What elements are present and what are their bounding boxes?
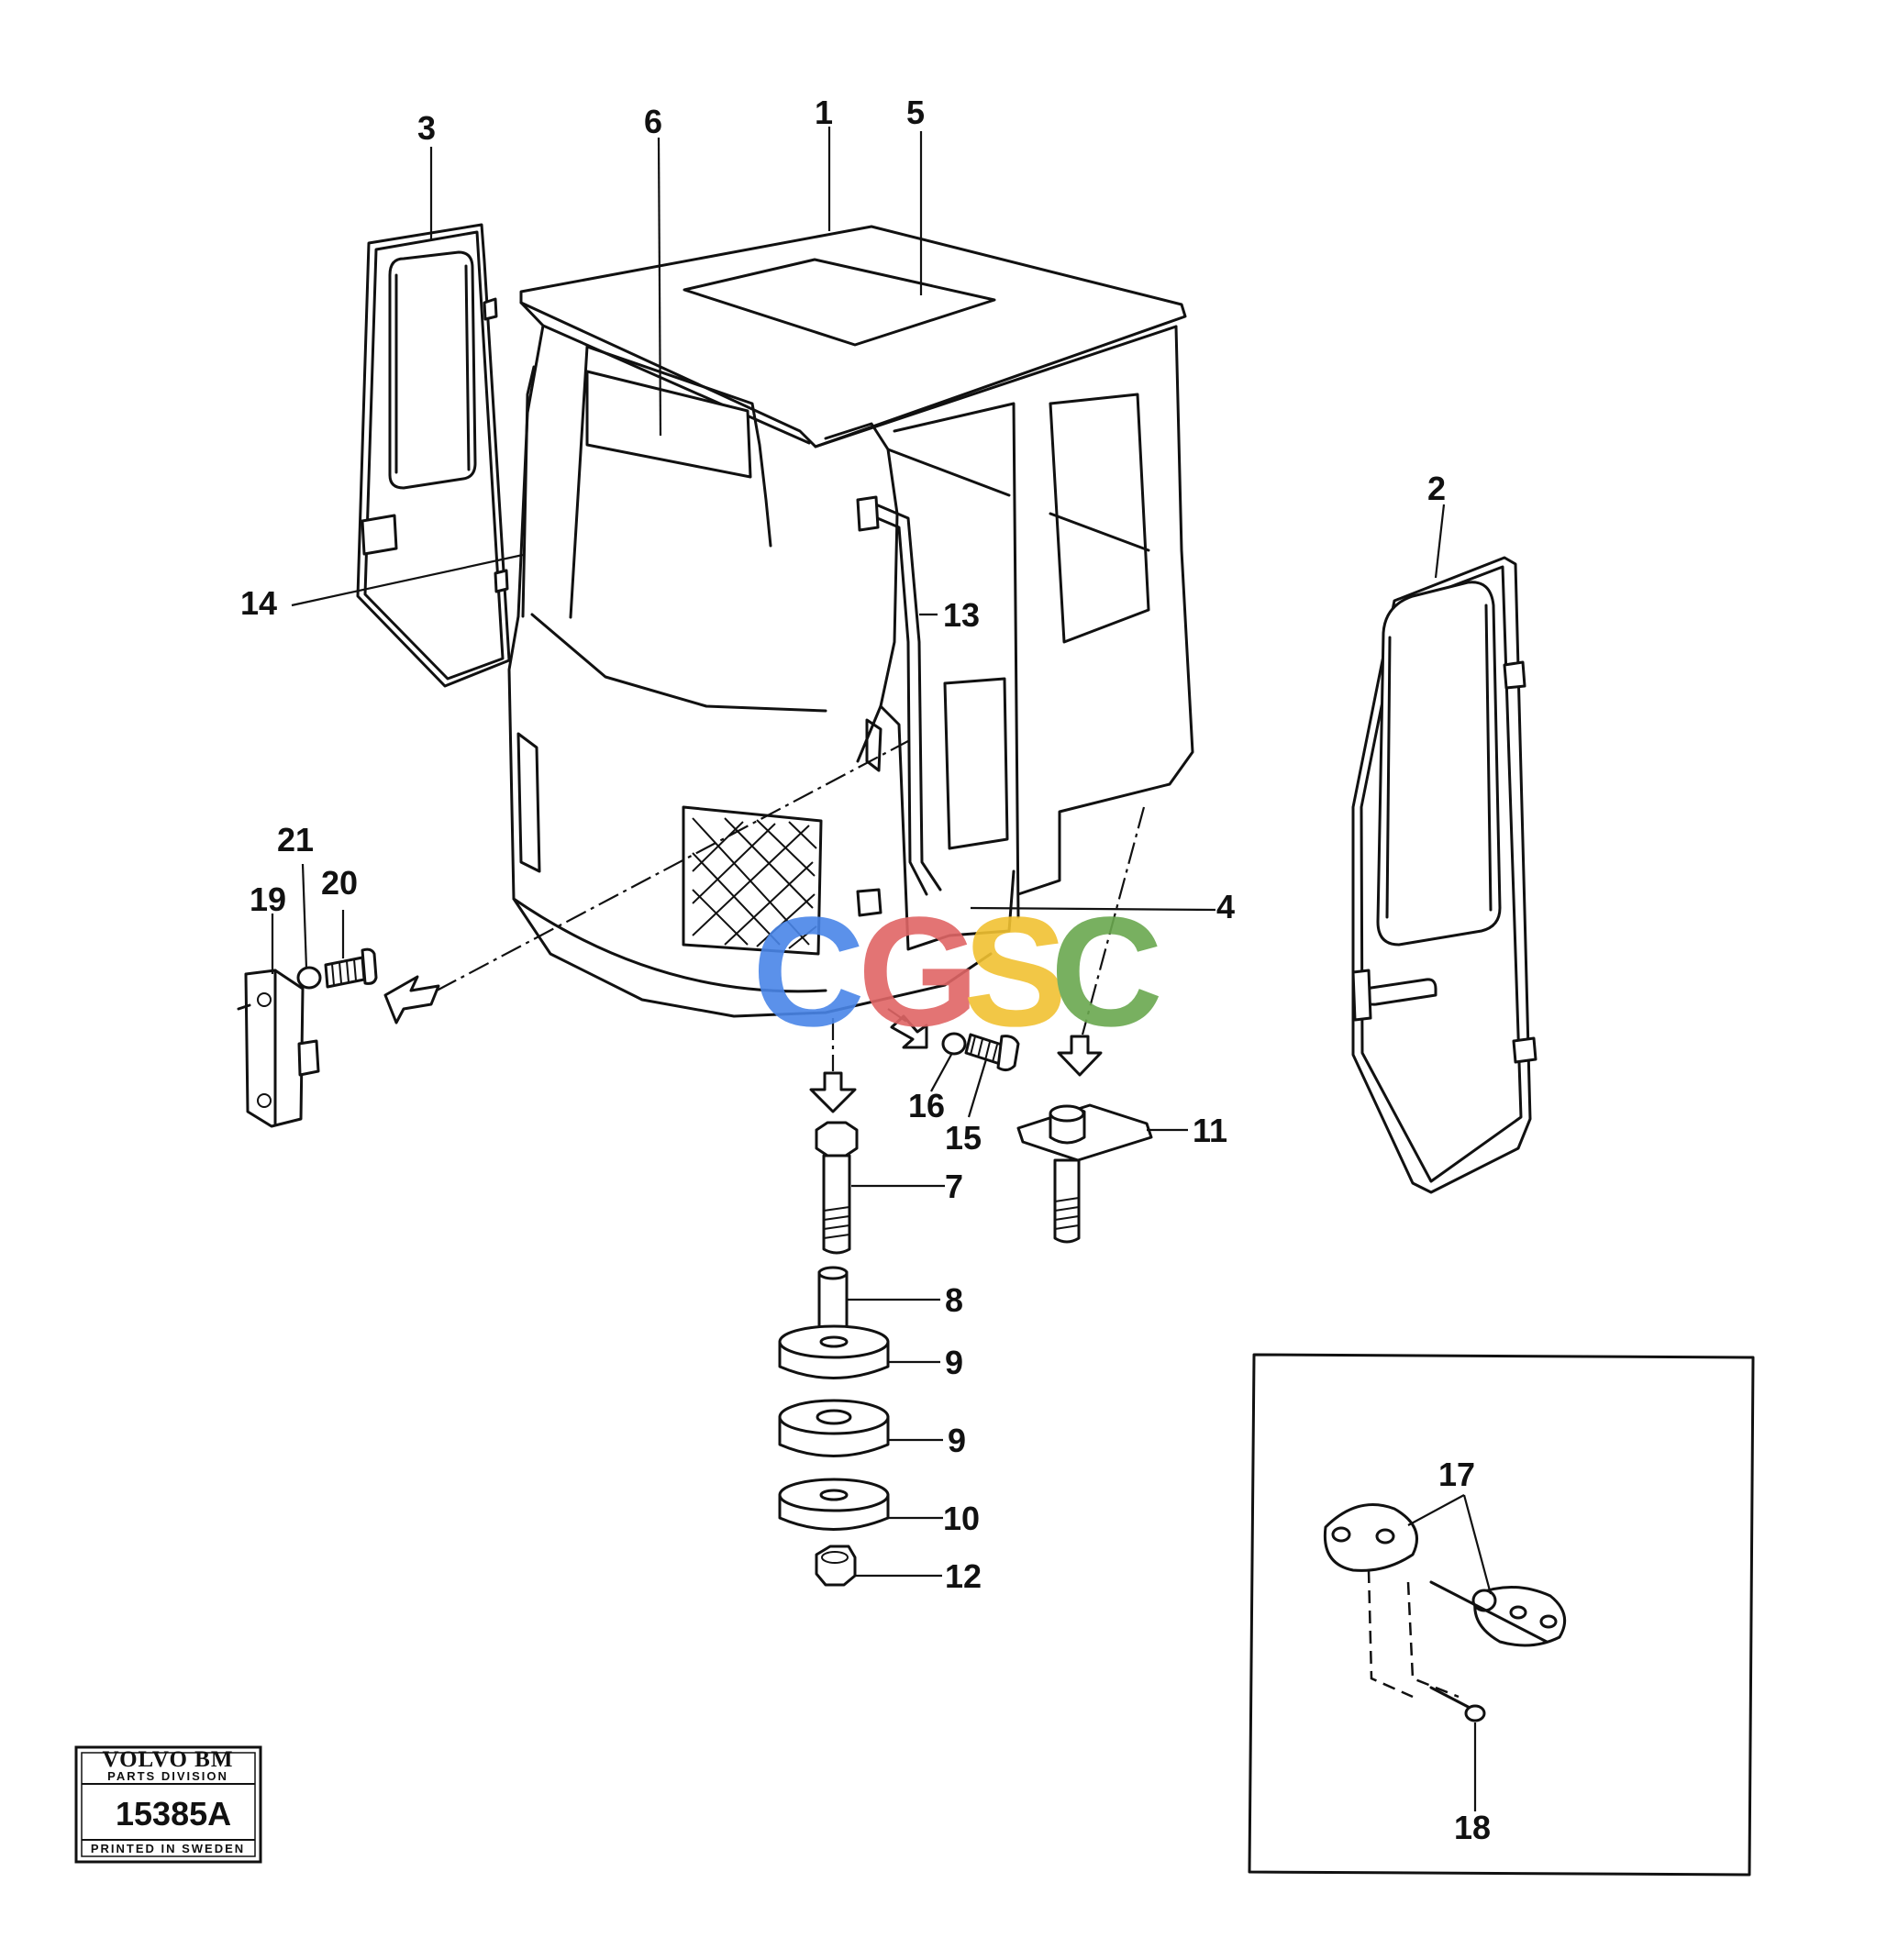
watermark-letter: S xyxy=(963,885,1067,1059)
part-label-19: 19 xyxy=(250,880,286,918)
part-label-9a: 9 xyxy=(945,1344,963,1381)
leader-lines xyxy=(271,127,1493,1811)
part-label-5: 5 xyxy=(906,94,925,131)
part-label-4: 4 xyxy=(1216,888,1235,925)
part-label-21: 21 xyxy=(277,821,314,858)
part-label-17: 17 xyxy=(1438,1456,1475,1493)
part-label-3: 3 xyxy=(417,109,436,147)
watermark-letter: C xyxy=(752,885,865,1059)
part-label-11: 11 xyxy=(1193,1112,1227,1149)
volvo-stamp: VOLVO BM PARTS DIVISION 15385A PRINTED I… xyxy=(74,1745,262,1864)
stamp-division: PARTS DIVISION xyxy=(107,1769,228,1783)
part-label-8: 8 xyxy=(945,1281,963,1319)
right-door xyxy=(1351,556,1537,1194)
stamp-brand: VOLVO BM xyxy=(103,1747,234,1772)
cab-body xyxy=(507,225,1194,1018)
stamp-printed: PRINTED IN SWEDEN xyxy=(91,1842,245,1855)
detail-inset xyxy=(1248,1353,1755,1877)
part-label-1: 1 xyxy=(815,94,833,131)
watermark-letter: G xyxy=(858,885,979,1059)
bracket-assembly xyxy=(237,947,440,1128)
stamp-number: 15385A xyxy=(116,1795,231,1833)
screw-15-washer-16 xyxy=(890,1014,1020,1072)
left-door xyxy=(356,223,536,688)
part-label-10: 10 xyxy=(943,1500,980,1537)
part-label-12: 12 xyxy=(945,1557,982,1595)
part-label-14: 14 xyxy=(240,584,277,622)
watermark: C G S C xyxy=(752,885,1163,1059)
part-label-15: 15 xyxy=(945,1119,982,1157)
watermark-letter: C xyxy=(1050,885,1163,1059)
part-labels: 1 2 3 4 5 6 7 8 9 9 10 11 12 13 14 15 16… xyxy=(240,94,1491,1846)
mount-stack xyxy=(778,1071,890,1587)
part-label-13: 13 xyxy=(943,596,980,634)
part-label-6: 6 xyxy=(644,103,662,140)
part-label-16: 16 xyxy=(908,1087,945,1124)
plate-bolt-11 xyxy=(1016,1035,1153,1244)
part-label-18: 18 xyxy=(1454,1809,1491,1846)
part-label-9b: 9 xyxy=(948,1422,966,1459)
part-label-2: 2 xyxy=(1427,470,1446,507)
part-label-20: 20 xyxy=(321,864,358,902)
part-label-7: 7 xyxy=(945,1168,963,1205)
